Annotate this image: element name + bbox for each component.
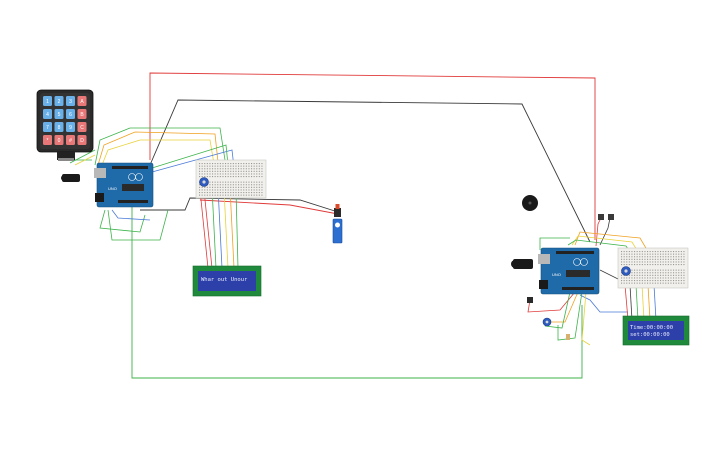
wire-green-bottom	[131, 180, 583, 379]
lcd-right: Time:00:00:00 set:00:00:00	[622, 315, 690, 346]
keypad-key-label: 2	[58, 99, 61, 105]
keypad-key[interactable]	[66, 109, 75, 119]
wire-red-top	[149, 72, 596, 240]
keypad-key[interactable]	[77, 96, 87, 106]
keypad-key[interactable]	[77, 135, 87, 145]
keypad-key[interactable]	[66, 96, 75, 106]
arduino-uno-right[interactable]: UNO	[538, 247, 600, 295]
lcd-left: Whar out Unour	[192, 265, 262, 297]
lcd-right-line2: set:00:00:00	[630, 332, 670, 338]
keypad-keys[interactable]: 1 2 3 A 4 5 6 B 7 8 9 C * 0 # D	[43, 96, 87, 145]
barrel-jack-right	[511, 259, 533, 269]
keypad-key[interactable]	[43, 122, 52, 132]
breadboard-right-holes	[621, 251, 685, 284]
push-buttons[interactable]	[598, 214, 614, 220]
servo-motor[interactable]	[332, 204, 343, 244]
keypad-key-label: 1	[46, 99, 49, 105]
usb-port-left	[94, 168, 106, 178]
keypad-key[interactable]	[66, 122, 75, 132]
keypad-connector	[57, 152, 75, 161]
keypad-key-label: 4	[46, 112, 49, 118]
potentiometer-right[interactable]	[542, 317, 552, 327]
keypad-key[interactable]	[43, 96, 52, 106]
power-jack-left	[95, 193, 104, 202]
keypad[interactable]: 1 2 3 A 4 5 6 B 7 8 9 C * 0 # D	[36, 89, 94, 161]
keypad-key-label: 5	[58, 112, 61, 118]
keypad-key[interactable]	[66, 135, 75, 145]
keypad-key-label: 3	[69, 99, 72, 105]
keypad-key-label: 0	[58, 138, 61, 144]
keypad-key[interactable]	[54, 109, 64, 119]
resistor	[566, 334, 570, 340]
arduino-uno-left[interactable]: UNO	[94, 162, 154, 208]
keypad-key[interactable]	[43, 109, 52, 119]
board-label-left: UNO	[108, 186, 117, 191]
keypad-key-label: 7	[46, 125, 49, 131]
usb-port-right	[538, 254, 550, 264]
keypad-key-label: 8	[58, 125, 61, 131]
keypad-key-label: #	[69, 138, 72, 144]
breadboard-left	[195, 159, 267, 199]
keypad-key[interactable]	[54, 122, 64, 132]
keypad-key-label: C	[80, 125, 84, 131]
breadboard-right	[617, 247, 689, 289]
keypad-key[interactable]	[43, 135, 52, 145]
keypad-key-label: 9	[69, 125, 72, 131]
keypad-key-label: B	[80, 112, 84, 118]
wire-black-mid	[140, 197, 339, 213]
board-label-right: UNO	[552, 272, 561, 277]
lcd-right-line1: Time:00:00:00	[630, 325, 673, 331]
barrel-jack-left	[61, 174, 80, 182]
lcd-left-line1: Whar out Unour	[201, 277, 248, 283]
keypad-key-label: D	[80, 138, 84, 144]
keypad-key[interactable]	[77, 122, 87, 132]
keypad-key[interactable]	[54, 96, 64, 106]
wire-red-servo	[199, 199, 339, 215]
buzzer	[522, 195, 538, 211]
keypad-key[interactable]	[54, 135, 64, 145]
keypad-key-label: 6	[69, 112, 72, 118]
keypad-key-label: *	[47, 138, 49, 144]
power-jack-right	[539, 280, 548, 289]
wires-left-cluster	[69, 127, 239, 269]
keypad-key[interactable]	[77, 109, 87, 119]
keypad-key-label: A	[80, 99, 84, 105]
temperature-sensor	[527, 297, 533, 303]
wires-long	[131, 72, 596, 379]
